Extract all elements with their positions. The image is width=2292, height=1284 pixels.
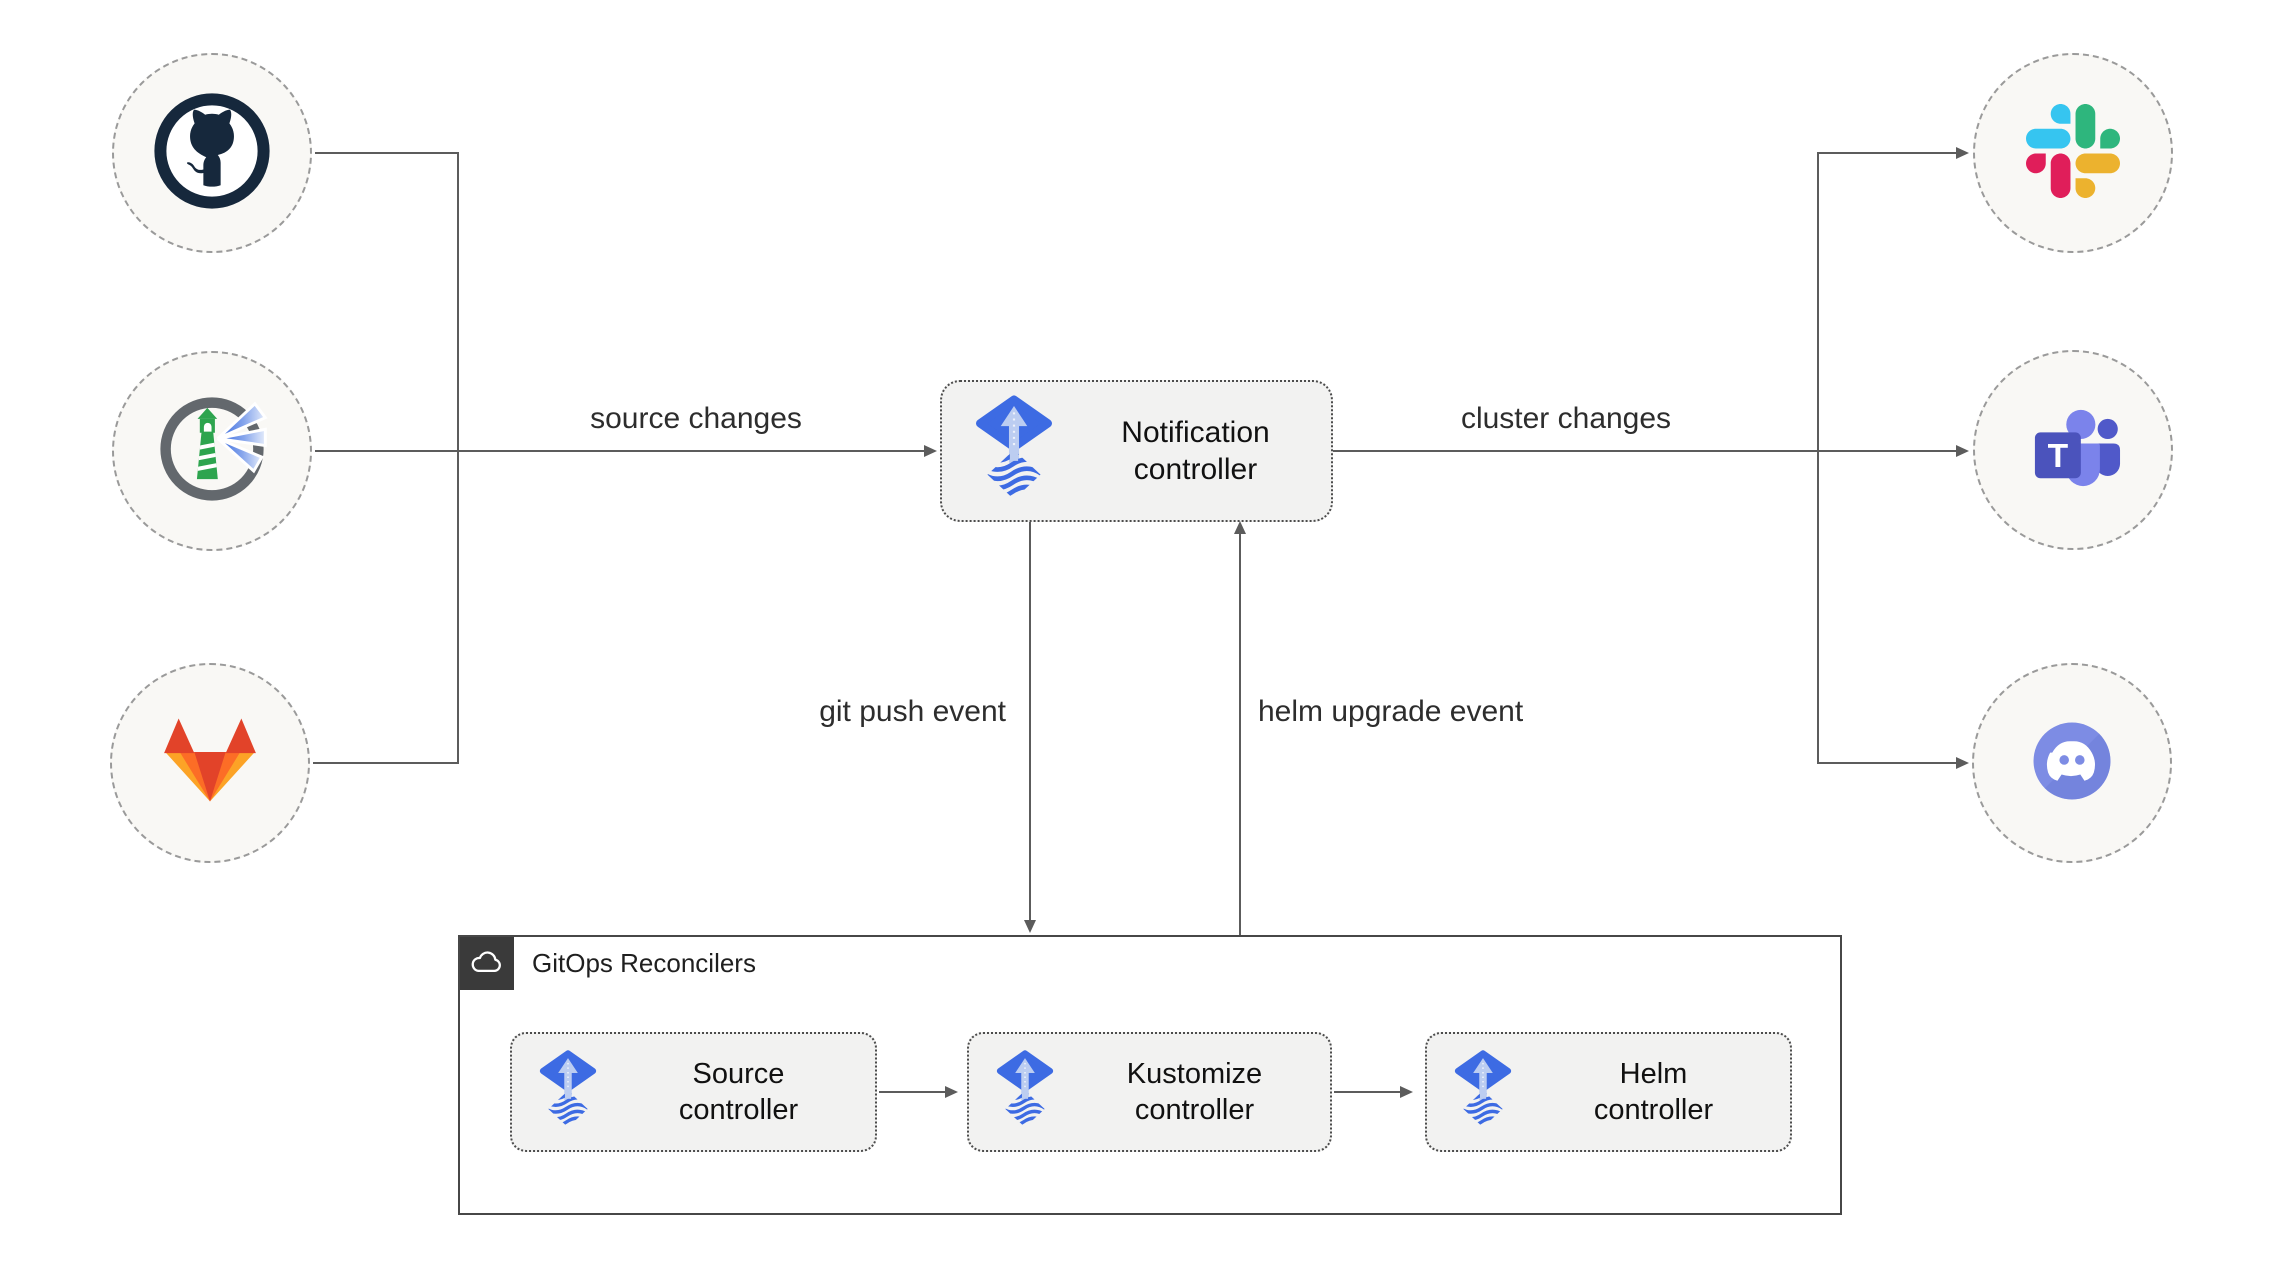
- svg-text:T: T: [2048, 438, 2069, 475]
- reconciler-node-source: Source controller: [510, 1032, 877, 1152]
- edge-cluster-changes: [1333, 450, 1818, 452]
- edge-helm-upgrade-arrowhead: [1234, 521, 1246, 534]
- reconciler-helm-label: Helm controller: [1593, 1057, 1714, 1126]
- edge-helm-upgrade-label: helm upgrade event: [1258, 695, 1524, 728]
- target-node-discord: [1972, 663, 2172, 863]
- edge-discord-arrowhead: [1956, 757, 1969, 769]
- reconcilers-chip: [460, 937, 514, 990]
- edge-slack-arrowhead: [1956, 147, 1969, 159]
- edge-gitlab-stub: [313, 762, 458, 764]
- edge-git-push: [1029, 522, 1031, 922]
- edge-kustomize-to-helm-arrowhead: [1400, 1086, 1413, 1098]
- edge-slack-stub: [1817, 152, 1957, 154]
- reconciler-kustomize-label: Kustomize controller: [1126, 1057, 1263, 1126]
- notification-controller-label: Notification controller: [1121, 415, 1270, 487]
- slack-icon: [2026, 103, 2120, 203]
- edge-source-changes-label: source changes: [590, 402, 802, 435]
- edge-teams-stub: [1818, 450, 1957, 452]
- reconciler-node-kustomize: Kustomize controller: [967, 1032, 1332, 1152]
- cloud-icon: [470, 948, 504, 979]
- edge-source-changes: [315, 450, 925, 452]
- edge-git-push-arrowhead: [1024, 920, 1036, 933]
- edge-git-push-label: git push event: [819, 695, 1006, 728]
- edge-cluster-changes-label: cluster changes: [1460, 402, 1672, 435]
- reconciler-node-helm: Helm controller: [1425, 1032, 1792, 1152]
- harbor-icon: [154, 391, 270, 512]
- source-node-gitlab: [110, 663, 310, 863]
- reconciler-source-label: Source controller: [678, 1057, 799, 1126]
- flux-icon: [991, 1050, 1059, 1135]
- target-node-teams: T: [1973, 350, 2173, 550]
- source-node-harbor: [112, 351, 312, 551]
- flux-icon: [534, 1050, 602, 1135]
- edge-left-branch: [457, 152, 459, 764]
- edge-teams-arrowhead: [1956, 445, 1969, 457]
- notification-controller-node: Notification controller: [940, 380, 1333, 522]
- edge-source-changes-arrowhead: [924, 445, 937, 457]
- flux-icon: [1449, 1050, 1517, 1135]
- edge-source-to-kustomize: [879, 1091, 945, 1093]
- source-node-github: [112, 53, 312, 253]
- discord-icon: [2020, 709, 2124, 818]
- edge-github-stub: [315, 152, 458, 154]
- gitlab-icon: [154, 716, 266, 811]
- reconcilers-title: GitOps Reconcilers: [532, 948, 756, 978]
- flux-icon: [968, 395, 1060, 508]
- edge-source-to-kustomize-arrowhead: [945, 1086, 958, 1098]
- edge-kustomize-to-helm: [1334, 1091, 1400, 1093]
- teams-icon: T: [2017, 392, 2129, 509]
- edge-helm-upgrade: [1239, 534, 1241, 935]
- edge-right-branch: [1817, 152, 1819, 764]
- edge-discord-stub: [1817, 762, 1957, 764]
- target-node-slack: [1973, 53, 2173, 253]
- reconcilers-panel: GitOps Reconcilers Source controller Kus…: [458, 935, 1842, 1215]
- github-icon: [152, 91, 272, 216]
